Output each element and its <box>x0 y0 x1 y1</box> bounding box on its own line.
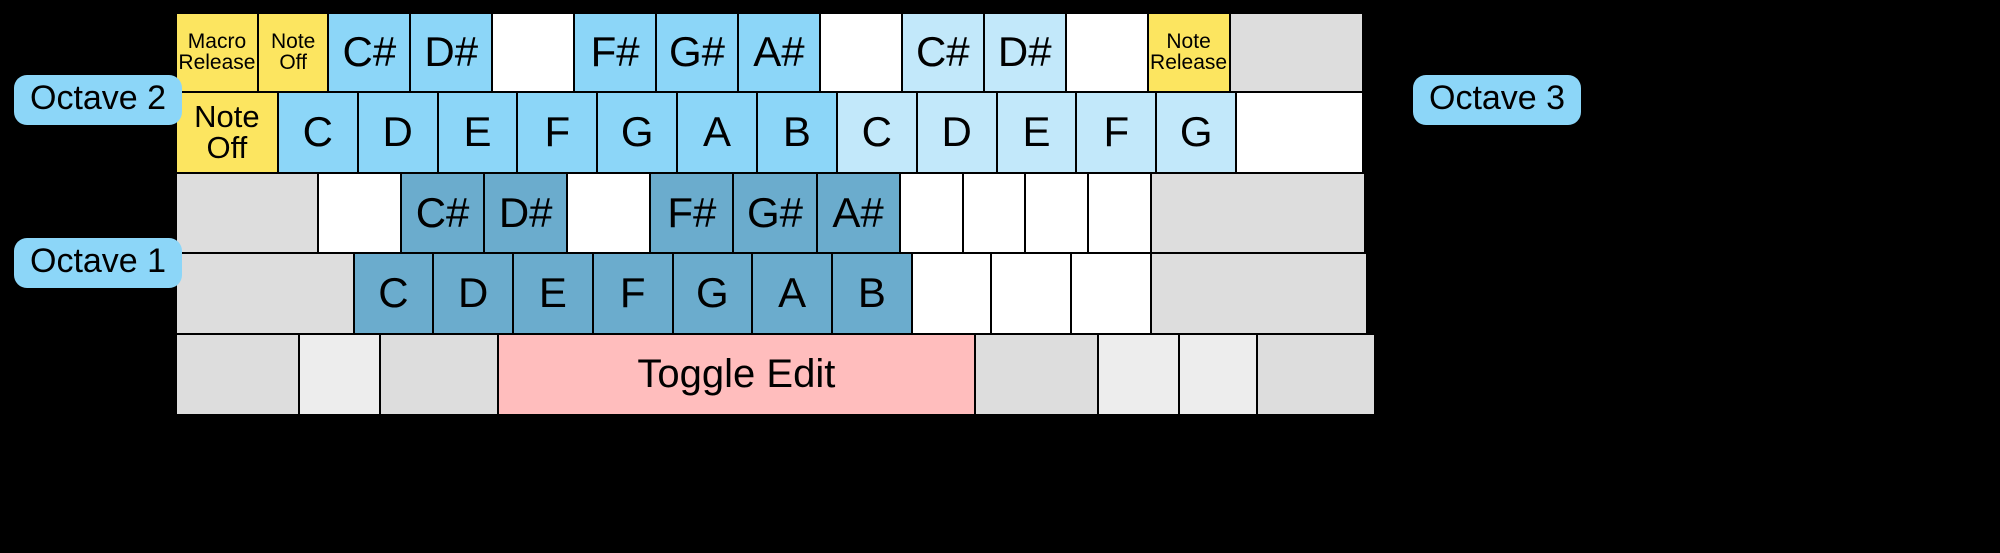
key-c[interactable]: C <box>352 252 435 336</box>
key-c[interactable]: C <box>835 90 918 174</box>
octave1-sharps-row: C#D# F#G#A# <box>175 171 1390 255</box>
key-blank <box>898 171 964 255</box>
key-blank <box>973 333 1099 416</box>
key-f[interactable]: F <box>1075 90 1158 174</box>
key-g[interactable]: G <box>1155 90 1238 174</box>
key-b[interactable]: B <box>830 252 913 336</box>
key-note-off[interactable]: Note Off <box>175 90 279 174</box>
key-blank <box>566 171 652 255</box>
key-dsharp[interactable]: D# <box>409 12 494 93</box>
key-fsharp[interactable]: F# <box>649 171 735 255</box>
key-asharp[interactable]: A# <box>737 12 821 93</box>
key-blank <box>1235 90 1364 174</box>
key-gsharp[interactable]: G# <box>655 12 739 93</box>
key-blank <box>175 171 319 255</box>
key-e[interactable]: E <box>436 90 519 174</box>
octave-3-label: Octave 3 <box>1413 75 1582 125</box>
key-c[interactable]: C <box>276 90 359 174</box>
key-g[interactable]: G <box>596 90 679 174</box>
key-blank <box>910 252 993 336</box>
key-d[interactable]: D <box>356 90 439 174</box>
key-blank <box>175 333 301 416</box>
key-dsharp[interactable]: D# <box>982 12 1067 93</box>
key-blank <box>1149 252 1368 336</box>
key-blank <box>1228 12 1364 93</box>
key-blank <box>1177 333 1258 416</box>
key-note-off[interactable]: Note Off <box>256 12 330 93</box>
key-blank <box>1070 252 1152 336</box>
key-note-release[interactable]: Note Release <box>1146 12 1231 93</box>
key-asharp[interactable]: A# <box>815 171 901 255</box>
key-d[interactable]: D <box>432 252 515 336</box>
key-blank <box>175 252 355 336</box>
key-dsharp[interactable]: D# <box>483 171 569 255</box>
key-f[interactable]: F <box>516 90 599 174</box>
octave-1-label: Octave 1 <box>14 238 183 288</box>
key-b[interactable]: B <box>755 90 838 174</box>
key-csharp[interactable]: C# <box>400 171 486 255</box>
key-blank <box>298 333 381 416</box>
key-blank <box>990 252 1073 336</box>
key-toggle-edit[interactable]: Toggle Edit <box>497 333 976 416</box>
key-blank <box>818 12 903 93</box>
key-g[interactable]: G <box>671 252 754 336</box>
key-e[interactable]: E <box>512 252 594 336</box>
key-blank <box>1255 333 1376 416</box>
key-blank <box>316 171 402 255</box>
key-blank <box>1024 171 1090 255</box>
key-gsharp[interactable]: G# <box>732 171 818 255</box>
key-csharp[interactable]: C# <box>900 12 985 93</box>
key-macro-release[interactable]: Macro Release <box>175 12 259 93</box>
bottom-modifier-row: Toggle Edit <box>175 333 1390 416</box>
key-blank <box>1150 171 1366 255</box>
octave-2-label: Octave 2 <box>14 75 183 125</box>
key-a[interactable]: A <box>751 252 833 336</box>
key-f[interactable]: F <box>591 252 674 336</box>
key-blank <box>961 171 1027 255</box>
key-blank <box>1096 333 1180 416</box>
key-csharp[interactable]: C# <box>327 12 412 93</box>
key-d[interactable]: D <box>915 90 998 174</box>
key-a[interactable]: A <box>676 90 758 174</box>
key-fsharp[interactable]: F# <box>573 12 658 93</box>
key-blank <box>378 333 500 416</box>
key-blank <box>491 12 576 93</box>
key-e[interactable]: E <box>995 90 1078 174</box>
key-blank <box>1064 12 1149 93</box>
key-blank <box>1087 171 1153 255</box>
